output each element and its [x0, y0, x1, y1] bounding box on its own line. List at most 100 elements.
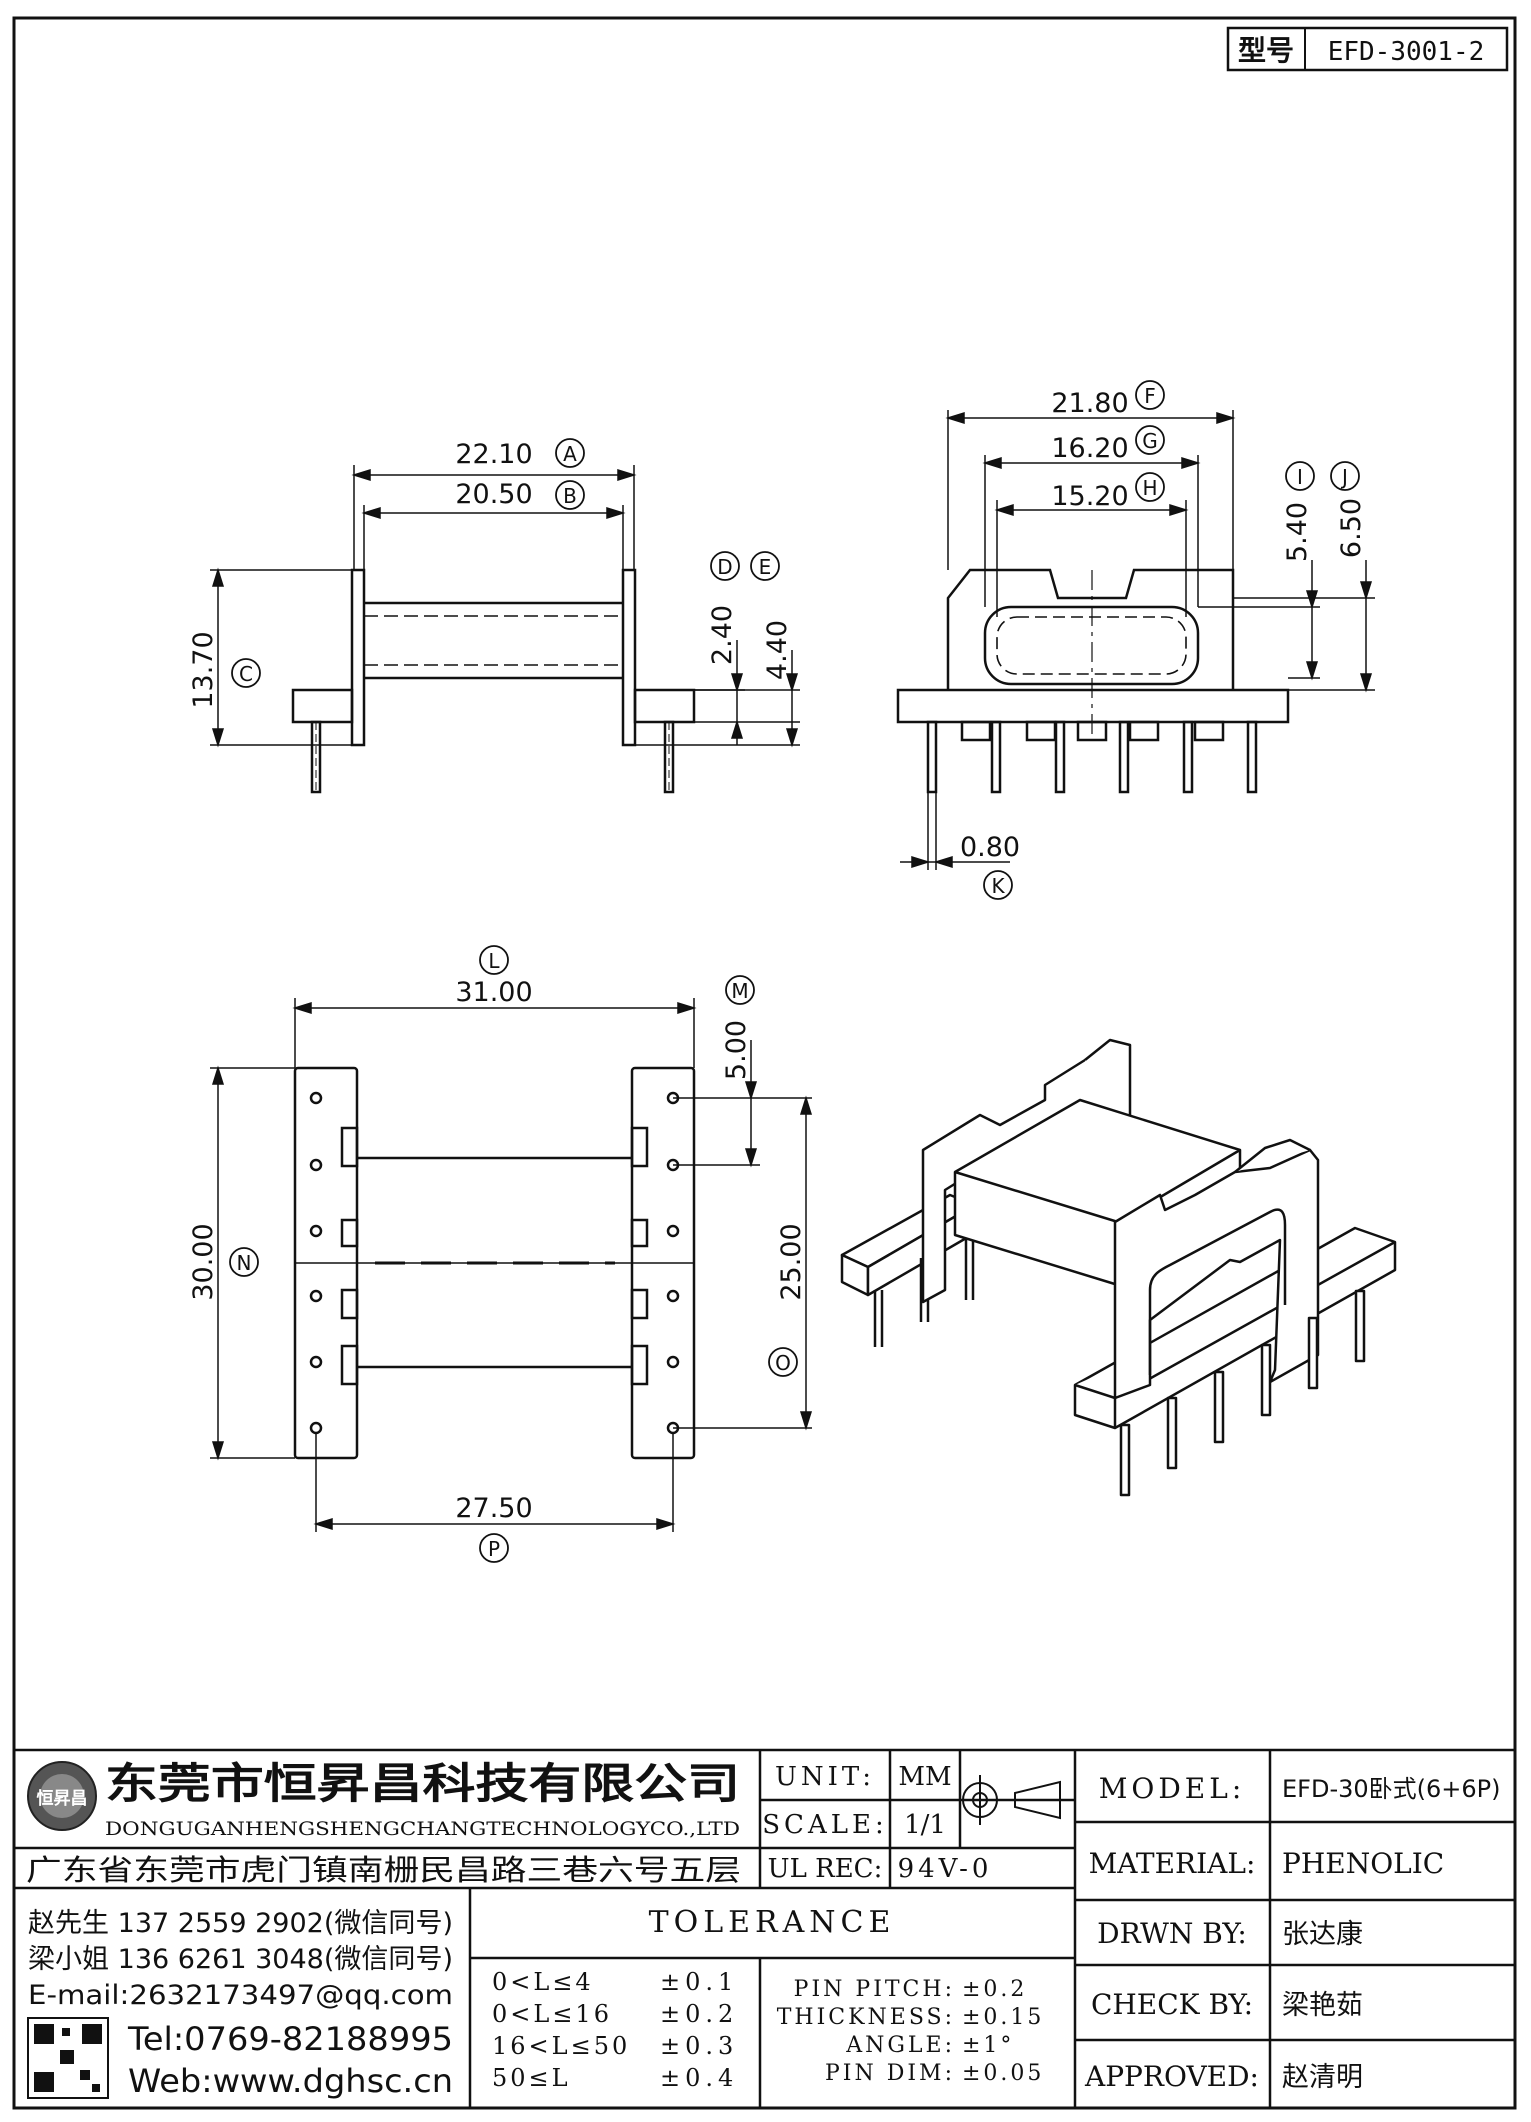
- marker-m: [725, 975, 755, 1005]
- pin-pitch-label: PIN PITCH:: [794, 1977, 955, 2002]
- dimension-k: [900, 792, 1010, 870]
- dimension-p: [313, 1433, 676, 1532]
- dimension-m-value: 5.00: [721, 1020, 752, 1080]
- drawn-value: 张达康: [1282, 1919, 1363, 1950]
- dimension-o: [673, 1095, 813, 1431]
- company-name-en: DONGUGANHENGSHENGCHANGTECHNOLOGYCO.,LTD: [105, 1818, 740, 1840]
- check-value: 梁艳茹: [1282, 1990, 1363, 2021]
- material-label: MATERIAL:: [1089, 1847, 1256, 1880]
- pin-pitch-value: ±0.2: [962, 1977, 1027, 2002]
- company-logo-text: 恒昇昌: [37, 1788, 88, 1809]
- marker-n: [229, 1247, 259, 1277]
- top-view: [293, 1066, 696, 1460]
- dimension-c: [210, 567, 352, 748]
- tol-value-3: ±0.3: [660, 2032, 738, 2060]
- drawn-label: DRWN BY:: [1097, 1917, 1247, 1950]
- angle-label: ANGLE:: [845, 2033, 955, 2058]
- model-label: MODEL:: [1099, 1772, 1246, 1805]
- marker-j-label: J: [1340, 465, 1348, 489]
- marker-l: [479, 945, 509, 975]
- tol-range-1: 0<L≤4: [492, 1968, 594, 1996]
- qr-code-icon: [27, 2017, 109, 2099]
- tolerance-title: TOLERANCE: [649, 1905, 896, 1940]
- contact-web: Web:www.dghsc.cn: [128, 2062, 453, 2100]
- dimension-e-value: 4.40: [762, 620, 793, 680]
- tol-range-2: 0<L≤16: [492, 2000, 612, 2028]
- dimension-d-value: 2.40: [707, 605, 738, 665]
- dimension-a: [351, 465, 637, 570]
- unit-label: UNIT:: [775, 1762, 875, 1792]
- marker-b: [555, 480, 585, 510]
- dimension-l: [292, 998, 697, 1068]
- marker-g: [1135, 425, 1165, 455]
- marker-d: [710, 551, 740, 581]
- marker-f-label: F: [1144, 384, 1156, 408]
- marker-c: [231, 658, 261, 688]
- dimension-i-value: 5.40: [1282, 502, 1313, 562]
- approved-label: APPROVED:: [1084, 2060, 1259, 2093]
- approved-value: 赵清明: [1282, 2062, 1363, 2093]
- company-logo: [27, 1761, 97, 1831]
- marker-i: [1285, 461, 1315, 491]
- dimension-h-value: 15.20: [1051, 481, 1128, 512]
- dimension-b-value: 20.50: [455, 479, 532, 510]
- dimension-f-value: 21.80: [1051, 388, 1128, 419]
- thickness-value: ±0.15: [962, 2005, 1044, 2030]
- dimension-o-value: 25.00: [776, 1223, 807, 1300]
- projection-symbol-icon: [955, 1775, 1061, 1825]
- marker-h: [1135, 472, 1165, 502]
- unit-value: MM: [898, 1762, 951, 1792]
- material-value: PHENOLIC: [1282, 1847, 1444, 1880]
- marker-f: [1135, 380, 1165, 410]
- tol-range-4: 50≤L: [492, 2064, 571, 2092]
- sheet-border: [12, 16, 1517, 2110]
- marker-j: [1330, 461, 1360, 491]
- scale-value: 1/1: [904, 1810, 946, 1840]
- company-name-cn: 东莞市恒昇昌科技有限公司: [105, 1759, 740, 1808]
- dimension-i: [1198, 560, 1320, 681]
- marker-b-label: B: [563, 484, 577, 508]
- contact-email: E-mail:2632173497@qq.com: [28, 1980, 453, 2011]
- dimension-n: [210, 1065, 295, 1461]
- check-label: CHECK BY:: [1091, 1988, 1253, 2021]
- marker-k-label: K: [991, 874, 1005, 898]
- title-block-lines: [14, 1748, 1515, 2108]
- dimension-c-value: 13.70: [188, 631, 219, 708]
- contact-tel: Tel:0769-82188995: [127, 2020, 453, 2058]
- dimension-f: [945, 410, 1236, 570]
- dimension-m: [673, 1040, 810, 1168]
- angle-value: ±1°: [962, 2033, 1014, 2058]
- tol-range-3: 16<L≤50: [492, 2032, 630, 2060]
- contact-2: 梁小姐 136 6261 3048(微信同号): [28, 1944, 453, 1975]
- marker-n-label: N: [237, 1251, 252, 1275]
- marker-p: [479, 1533, 509, 1563]
- model-value: EFD-30卧式(6+6P): [1282, 1775, 1501, 1803]
- marker-g-label: G: [1142, 429, 1158, 453]
- tol-value-1: ±0.1: [660, 1968, 738, 1996]
- dimension-g: [982, 455, 1201, 607]
- marker-c-label: C: [239, 662, 253, 686]
- dimension-a-value: 22.10: [455, 439, 532, 470]
- dimension-k-value: 0.80: [960, 832, 1020, 863]
- ulrec-label: UL REC:: [768, 1854, 883, 1884]
- model-number-label: 型号: [1238, 34, 1294, 67]
- marker-i-label: I: [1297, 465, 1303, 489]
- pin-dim-value: ±0.05: [962, 2061, 1044, 2086]
- dimension-e: [694, 650, 800, 748]
- marker-e: [750, 551, 780, 581]
- marker-o-label: O: [775, 1351, 791, 1375]
- marker-a: [555, 438, 585, 468]
- dimension-j-value: 6.50: [1336, 498, 1367, 558]
- isometric-view: [840, 1038, 1397, 1497]
- marker-h-label: H: [1142, 476, 1157, 500]
- marker-k: [983, 870, 1013, 900]
- marker-e-label: E: [759, 555, 772, 579]
- marker-m-label: M: [731, 979, 748, 1003]
- dimension-b: [361, 505, 626, 570]
- marker-d-label: D: [717, 555, 732, 579]
- marker-a-label: A: [563, 442, 577, 466]
- dimension-l-value: 31.00: [455, 977, 532, 1008]
- marker-l-label: L: [488, 949, 500, 973]
- marker-p-label: P: [488, 1537, 500, 1561]
- end-view: [896, 568, 1290, 794]
